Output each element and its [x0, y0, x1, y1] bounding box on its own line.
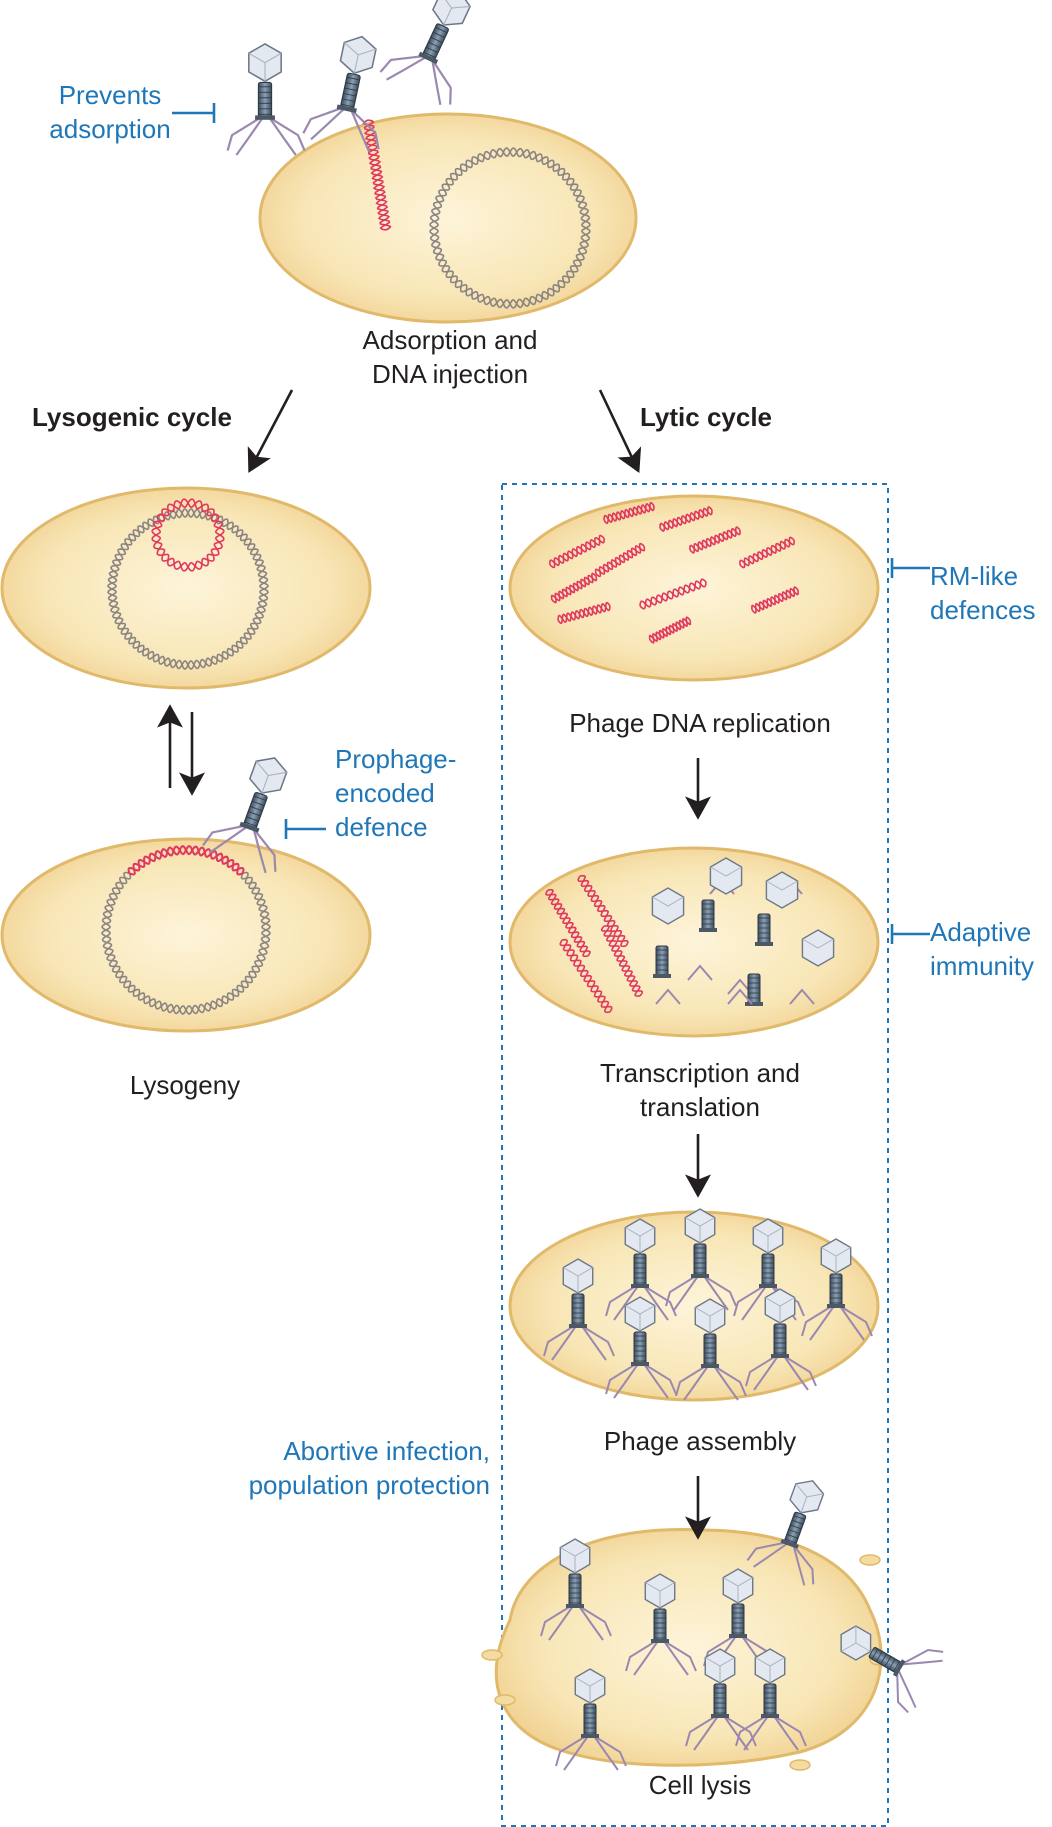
adaptive-immunity-label: Adaptive immunity: [930, 917, 1035, 981]
replicating-dna-4: [550, 572, 598, 604]
replicating-dna-1: [549, 534, 605, 569]
phage-attacking-lysogen: [202, 757, 288, 874]
tail-1: [699, 899, 717, 932]
inhibit-adaptive: [890, 924, 930, 944]
circular-prophage: [151, 498, 225, 572]
cell-lysis-label: Cell lysis: [648, 1770, 752, 1800]
transcription-translation-label: Transcription and translation: [600, 1058, 800, 1122]
tail-4: [745, 973, 763, 1006]
assembled-phage-3: [733, 1218, 805, 1321]
assembled-phage-4: [801, 1238, 873, 1341]
integrated-prophage: [127, 844, 245, 876]
assembled-phage-1: [605, 1218, 677, 1321]
cell-debris-2: [494, 1694, 516, 1706]
assembled-phage-7: [675, 1298, 747, 1401]
replicating-dna-2: [603, 501, 655, 525]
replicating-dna-6: [689, 526, 741, 554]
transcript-dna-2: [577, 874, 629, 948]
cell-lysogeny: [0, 837, 372, 1033]
adsorption-injection-label: Adsorption and DNA injection: [362, 325, 538, 389]
capsid-1: [709, 857, 743, 895]
tail-fibre-6: [687, 964, 713, 981]
tail-fibre-7: [727, 988, 753, 1005]
inhibit-rm-like: [890, 558, 930, 578]
injected-phage-dna: [362, 119, 392, 231]
cell-debris-1: [481, 1649, 503, 1661]
replicating-dna-8: [557, 601, 611, 625]
host-chromosome-1: [429, 147, 591, 309]
arrow-to-lytic: [598, 389, 642, 474]
capsid-3: [651, 887, 685, 925]
phage-1: [226, 43, 306, 156]
assembled-phage-6: [605, 1296, 677, 1399]
replicating-dna-7: [739, 536, 795, 569]
cell-lysogenic-top: [0, 486, 372, 690]
assembled-phage-8: [745, 1288, 817, 1391]
inhibition-markers: [172, 103, 930, 944]
phage-dna-replication-label: Phage DNA replication: [569, 708, 831, 738]
host-chromosome-2: [107, 508, 269, 670]
tail-3: [653, 945, 671, 978]
phage-3: [379, 0, 472, 106]
transcript-dna-4: [600, 925, 644, 997]
transcript-dna-3: [559, 938, 613, 1014]
rm-like-defences-label: RM-like defences: [930, 561, 1036, 625]
inhibit-adsorption: [172, 103, 216, 123]
tail-2: [755, 913, 773, 946]
capsid-4: [801, 929, 835, 967]
arrow-to-lysogenic: [247, 389, 294, 473]
tail-fibre-4: [655, 988, 681, 1005]
released-phage-8: [840, 1625, 944, 1714]
transcript-dna-1: [545, 888, 591, 958]
released-phage-1: [540, 1538, 612, 1641]
inhibit-prophage-defence: [284, 819, 326, 839]
released-phage-4: [746, 1480, 825, 1586]
released-phage-2: [625, 1573, 697, 1676]
replicating-dna-11: [648, 616, 692, 644]
capsid-2: [765, 871, 799, 909]
arrows-layer: [157, 389, 711, 1540]
released-phage-6: [735, 1648, 807, 1751]
assembled-phage-5: [543, 1258, 615, 1361]
lysogeny-label: Lysogeny: [129, 1070, 241, 1100]
replicating-dna-3: [659, 505, 713, 533]
cell-lysing: [494, 1528, 883, 1767]
replicating-dna-5: [594, 542, 646, 578]
lytic-cycle-dashed-box: [501, 483, 889, 1827]
cell-adsorption: [258, 112, 638, 324]
released-phage-5: [685, 1648, 757, 1751]
replicating-dna-10: [751, 586, 799, 614]
cell-debris-5: [789, 1759, 811, 1771]
cells-layer: [0, 0, 944, 1771]
tail-fibre-8: [789, 988, 815, 1005]
lysogenic-cycle-label: Lysogenic cycle: [32, 402, 232, 432]
lytic-dashed-border: [501, 483, 889, 1827]
prevents-adsorption-label: Prevents adsorption: [49, 80, 171, 144]
released-phage-7: [555, 1668, 627, 1771]
replicating-dna-9: [639, 578, 707, 610]
phage-2-injecting: [302, 35, 380, 153]
phage-assembly-label: Phage assembly: [603, 1426, 797, 1456]
assembled-phage-2: [665, 1208, 737, 1311]
cell-debris-3: [859, 1554, 881, 1566]
lytic-cycle-label: Lytic cycle: [640, 402, 773, 432]
abortive-infection-label: Abortive infection, population protectio…: [248, 1436, 490, 1500]
prophage-defence-label: Prophage- encoded defence: [335, 744, 457, 842]
